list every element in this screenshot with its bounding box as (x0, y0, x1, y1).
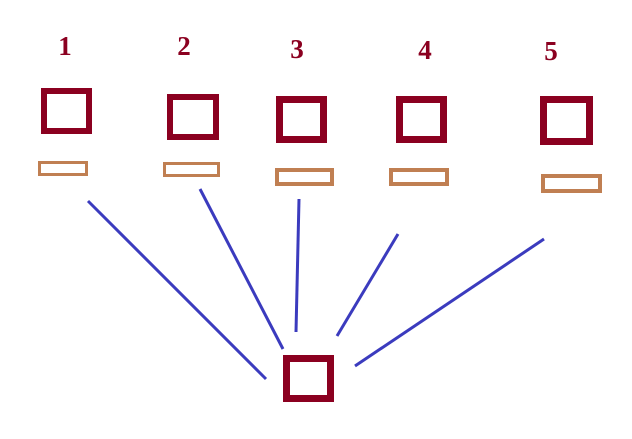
edge-to-node-5 (354, 237, 545, 368)
node-square-2[interactable] (167, 94, 219, 140)
node-bar-3[interactable] (275, 168, 334, 186)
node-square-5[interactable] (540, 96, 593, 145)
node-bar-5[interactable] (541, 174, 602, 193)
node-bar-4[interactable] (389, 168, 449, 186)
node-label-4: 4 (418, 35, 432, 65)
node-label-1: 1 (58, 31, 72, 61)
edge-to-node-3 (294, 198, 301, 333)
root-node-square[interactable] (283, 355, 334, 402)
node-label-2: 2 (177, 31, 191, 61)
node-bar-2[interactable] (163, 162, 220, 177)
edge-to-node-4 (335, 233, 400, 337)
node-square-4[interactable] (396, 96, 447, 143)
node-square-1[interactable] (41, 88, 92, 134)
node-square-3[interactable] (276, 96, 327, 143)
node-label-3: 3 (290, 34, 304, 64)
node-label-5: 5 (544, 36, 558, 66)
edge-to-node-2 (198, 188, 285, 350)
node-bar-1[interactable] (38, 161, 88, 176)
edge-to-node-1 (86, 199, 268, 381)
